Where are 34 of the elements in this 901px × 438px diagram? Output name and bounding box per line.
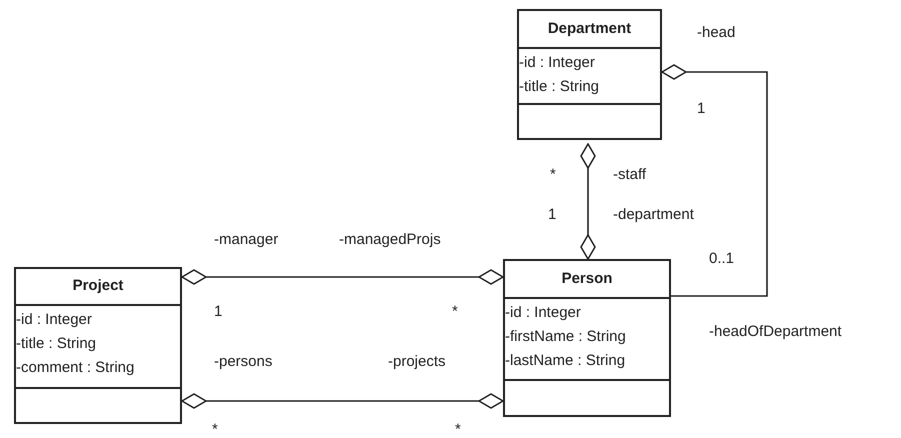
role-name: -manager — [214, 231, 278, 249]
class-name: Person — [562, 268, 612, 289]
multiplicity: * — [212, 421, 218, 438]
role-name: -projects — [388, 353, 446, 371]
attribute: -id : Integer — [16, 310, 93, 330]
class-box — [14, 267, 182, 424]
role-name: -persons — [214, 353, 272, 371]
class-name: Department — [548, 18, 632, 39]
role-name: -headOfDepartment — [709, 323, 842, 341]
attribute: -id : Integer — [505, 303, 582, 323]
attribute: -id : Integer — [519, 53, 596, 73]
class-name: Project — [72, 276, 124, 296]
multiplicity: * — [452, 303, 458, 321]
association-line — [181, 269, 504, 285]
class-box — [503, 259, 671, 417]
association-line — [580, 143, 596, 260]
role-name: -department — [613, 206, 694, 224]
attribute: -comment : String — [16, 358, 136, 378]
role-name: -staff — [613, 166, 646, 184]
association-line — [661, 64, 768, 297]
multiplicity: 0..1 — [709, 250, 734, 268]
multiplicity: 1 — [548, 206, 556, 224]
multiplicity: * — [550, 166, 556, 184]
multiplicity: * — [455, 421, 461, 438]
role-name: -head — [697, 24, 736, 42]
multiplicity: 1 — [214, 303, 222, 321]
attribute: -lastName : String — [505, 351, 626, 371]
attribute: -title : String — [519, 77, 600, 97]
association-line — [181, 393, 504, 409]
role-name: -managedProjs — [339, 231, 441, 249]
class-box — [517, 9, 662, 140]
attribute: -firstName : String — [505, 327, 627, 347]
attribute: -title : String — [16, 334, 98, 354]
multiplicity: 1 — [697, 100, 706, 118]
